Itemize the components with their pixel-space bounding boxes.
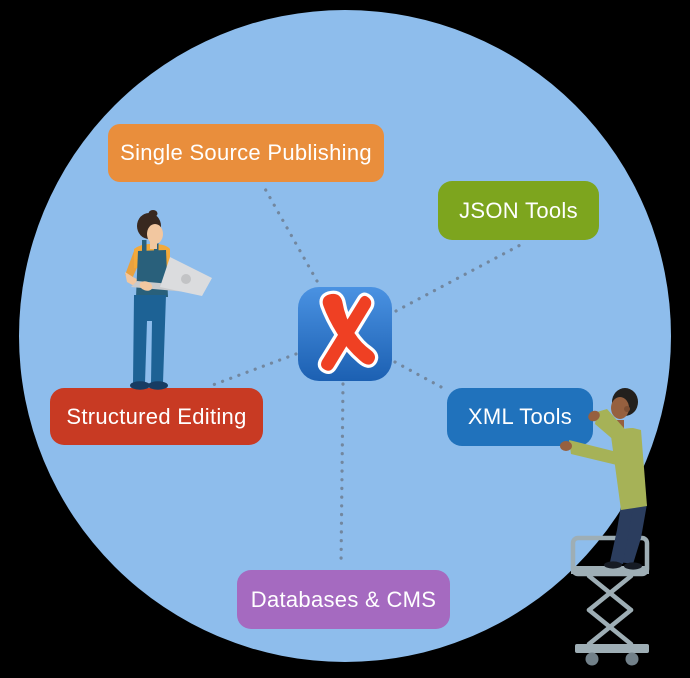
connector-structured-editing [208,352,298,388]
node-single-source-publishing: Single Source Publishing [108,124,384,182]
oxygen-x-icon [317,290,379,375]
connector-json-tools [394,241,526,313]
connector-xml-tools [393,360,445,390]
node-label: Structured Editing [66,403,247,429]
node-label: XML Tools [467,404,573,429]
node-json-tools: JSON Tools [438,181,599,240]
node-xml-tools: XML Tools [447,388,593,446]
node-databases-cms: Databases & CMS [237,570,450,629]
connector-databases-cms [339,382,345,567]
node-structured-editing: Structured Editing [50,388,263,445]
oxygen-xml-logo [298,287,392,381]
connector-group [208,185,526,567]
node-label: JSON Tools [459,197,578,223]
node-label: Databases & CMS [250,586,437,612]
connector-single-source-publishing [262,185,319,283]
node-label: Single Source Publishing [120,140,372,165]
